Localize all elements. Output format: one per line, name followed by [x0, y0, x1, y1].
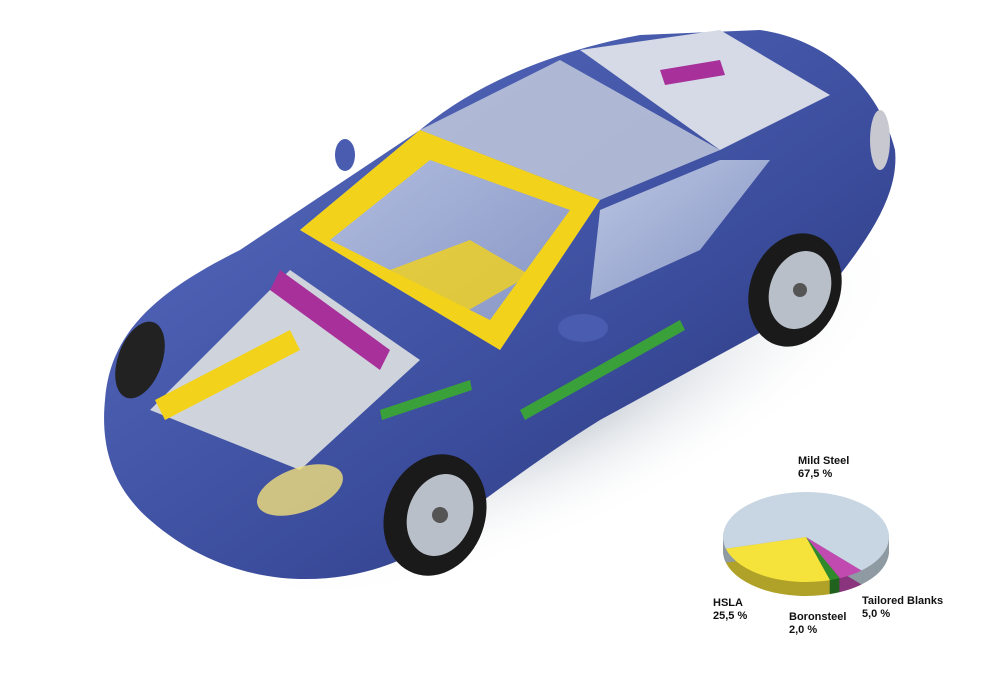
hsla-frame	[300, 130, 600, 350]
side-window	[590, 160, 770, 300]
boron-beam	[380, 380, 472, 420]
hsla-floor	[390, 240, 530, 315]
boron-sill	[520, 320, 685, 420]
pie-slice-boronsteel	[806, 537, 840, 581]
wheel-front	[383, 454, 487, 576]
pie-slice-tailored-blanks	[806, 537, 862, 579]
wheel-rear	[748, 233, 842, 347]
hsla-rail	[155, 330, 300, 420]
mirror-left	[335, 139, 355, 171]
headlight-left	[115, 321, 165, 399]
taillight	[870, 110, 890, 170]
front-compartment	[150, 270, 420, 470]
tailored-rear	[660, 60, 725, 85]
roof	[420, 60, 720, 200]
tailored-blank-part	[270, 270, 390, 370]
mirror-right	[558, 314, 608, 342]
pie-slice-hsla	[725, 537, 830, 582]
rear-window	[580, 30, 830, 150]
pie-slice-mild-steel	[723, 492, 890, 571]
headlight-right	[257, 464, 343, 516]
